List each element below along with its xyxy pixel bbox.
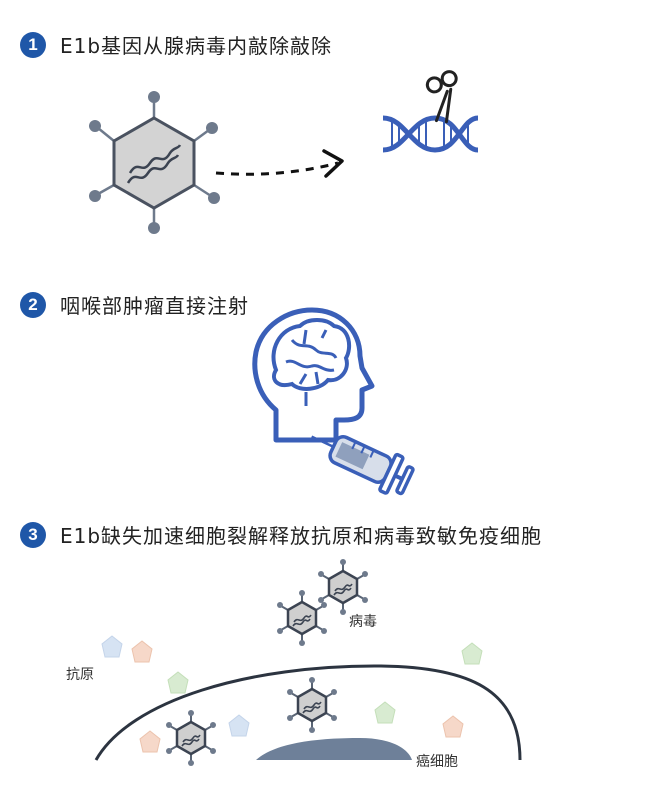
step-1-number: 1 [20, 31, 46, 58]
step-3-number: 3 [20, 521, 46, 548]
step-2-text: 咽喉部肿瘤直接注射 [60, 294, 249, 318]
step-2: 2 咽喉部肿瘤直接注射 [20, 290, 249, 319]
syringe-icon [311, 434, 415, 496]
step-3: 3 E1b缺失加速细胞裂解释放抗原和病毒致敏免疫细胞 [20, 520, 542, 549]
virus-icon [164, 708, 218, 768]
dna-helix-icon [382, 115, 479, 153]
scissors-icon [425, 70, 458, 124]
head-brain-icon [252, 307, 375, 443]
nucleus-shape [256, 738, 412, 760]
step-1: 1 E1b基因从腺病毒内敲除敲除 [20, 30, 332, 59]
antigen-label: 抗原 [66, 667, 94, 683]
cancer-cell-label: 癌细胞 [416, 754, 458, 770]
virus-label: 病毒 [349, 614, 377, 630]
step-2-number: 2 [20, 291, 46, 318]
step-1-text: E1b基因从腺病毒内敲除敲除 [60, 34, 333, 58]
virus-icon [285, 675, 339, 735]
dashed-arrow-icon [215, 149, 344, 178]
cell-membrane [94, 664, 522, 761]
step-3-text: E1b缺失加速细胞裂解释放抗原和病毒致敏免疫细胞 [60, 524, 543, 548]
adenovirus-icon [89, 91, 220, 234]
